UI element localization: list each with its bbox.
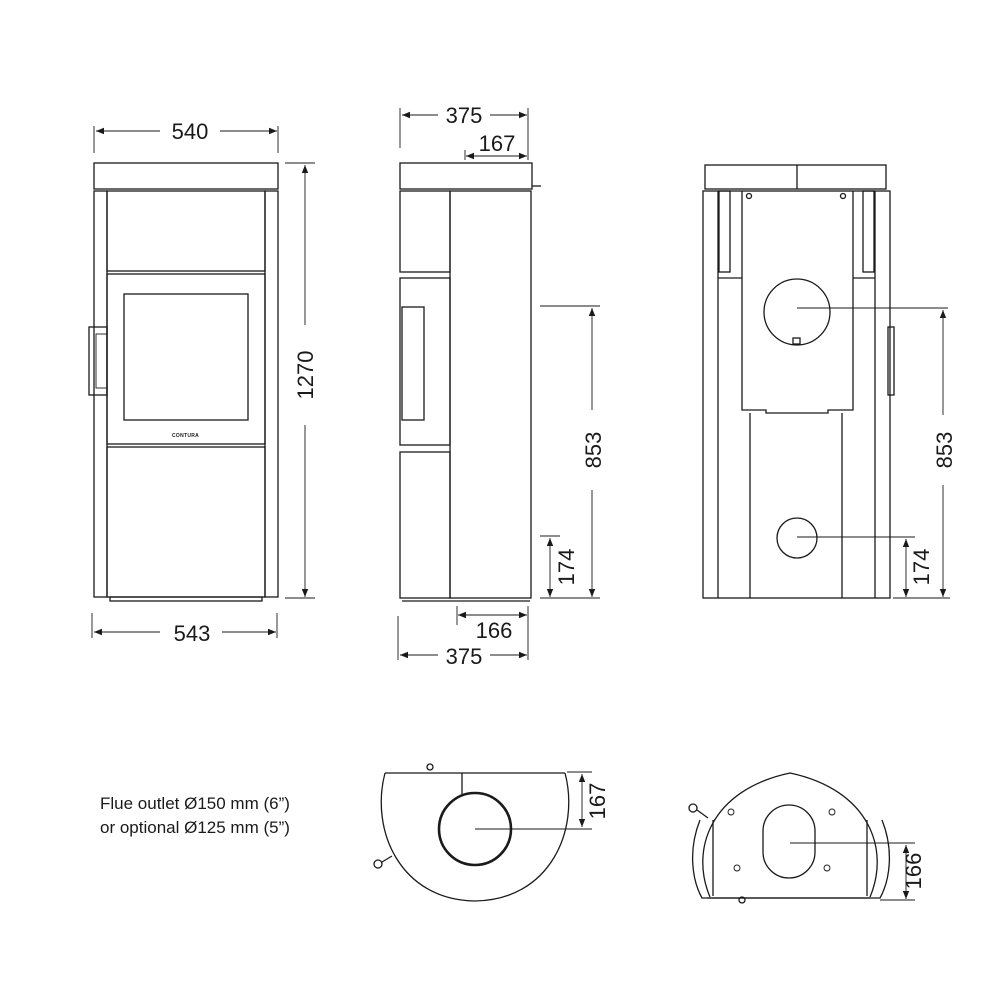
flue-note-line2: or optional Ø125 mm (5”): [100, 818, 290, 837]
dim-width-top: 540: [172, 119, 209, 144]
top-outline: [380, 772, 570, 902]
rear-body: [449, 190, 532, 599]
air-inlet-oval: [762, 804, 816, 879]
door-handle: [88, 326, 108, 396]
right-side-panel: [264, 190, 279, 598]
dim-bottom-offset: 166: [476, 618, 513, 643]
dim-air-inlet-height: 174: [554, 549, 579, 586]
top-view: 167: [373, 763, 610, 902]
upper-panel: [106, 190, 266, 272]
side-view: 375 167 166 375 853 174: [397, 103, 606, 669]
side-handle: [887, 326, 895, 396]
top-plate: [399, 162, 533, 190]
dim-width-bottom: 543: [174, 621, 211, 646]
dim-air-inlet-height: 174: [909, 549, 934, 586]
brand-logo: CONTURA: [172, 433, 199, 439]
lower-panel: [106, 446, 266, 598]
bottom-outline: [702, 772, 878, 898]
front-view: CONTURA 540 1270 543: [88, 119, 318, 646]
dim-flue-height: 853: [581, 432, 606, 469]
flue-note-line1: Flue outlet Ø150 mm (6”): [100, 794, 290, 813]
front-lower: [399, 451, 451, 599]
door-panel: [106, 273, 266, 445]
dim-flue-offset: 167: [585, 783, 610, 820]
left-side-panel: [93, 190, 108, 598]
upper-rear-plate: [741, 191, 854, 414]
top-plate: [93, 162, 279, 190]
bottom-view: 166: [688, 772, 926, 904]
base-plinth: [109, 596, 263, 602]
dim-air-inlet-offset: 166: [901, 853, 926, 890]
door-glass: [123, 293, 249, 421]
rear-view: 853 174: [702, 164, 957, 599]
dim-depth-bottom: 375: [446, 644, 483, 669]
front-upper: [399, 190, 451, 273]
top-plate: [704, 164, 887, 190]
dim-flue-height: 853: [932, 432, 957, 469]
dim-height: 1270: [293, 351, 318, 400]
door-handle-recess: [401, 306, 425, 421]
rear-flue-outlet: [763, 278, 831, 346]
dim-depth-top: 375: [446, 103, 483, 128]
front-door: [399, 277, 451, 446]
rear-air-inlet: [776, 517, 818, 559]
dim-top-offset: 167: [479, 131, 516, 156]
